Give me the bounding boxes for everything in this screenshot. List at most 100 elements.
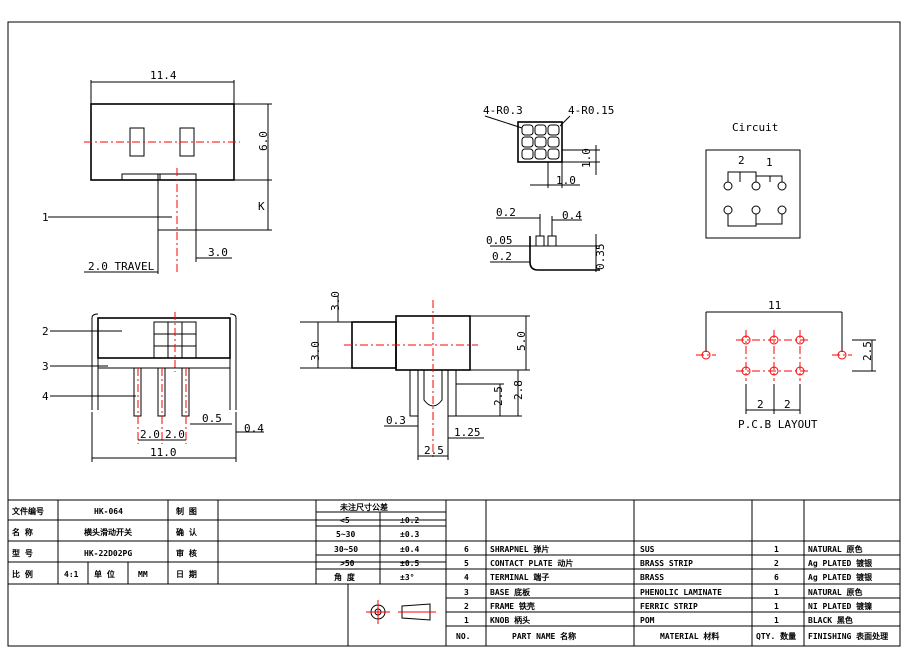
dim-total: 11.0 — [150, 446, 177, 459]
dim-actuator: 3.0 — [208, 246, 228, 259]
front-view: 11.4 6.0 K 1 2.0 TRAVEL 3.0 — [42, 69, 272, 274]
dim-bottom: 1.0 — [556, 174, 576, 187]
tol-range-3: >50 — [340, 559, 355, 568]
tb-sign-1: 确 认 — [176, 527, 198, 537]
bom-mat-5: POM — [640, 616, 655, 625]
dim-width: 11.4 — [150, 69, 177, 82]
dim-02a: 0.2 — [496, 206, 516, 219]
bom-fin-0: NATURAL 原色 — [808, 544, 863, 554]
circuit-label-1: 1 — [766, 156, 773, 169]
bom-fin-3: NATURAL 原色 — [808, 587, 863, 597]
hole-detail: 4-R0.3 4-R0.15 1.0 1.0 — [483, 104, 614, 188]
dim-travel: 2.0 TRAVEL — [88, 260, 155, 273]
tb-scale: 4:1 — [64, 570, 79, 579]
pcb-p2: 2 — [784, 398, 791, 411]
dim-r3: 2.8 — [512, 380, 525, 400]
bom-header-no: NO. — [456, 632, 470, 641]
pcb-layout: 11 2.5 2 2 P.C.B LAYOUT — [696, 299, 876, 431]
callout-2: 2 — [42, 325, 49, 338]
tb-scale-label: 比 例 — [12, 569, 33, 579]
bom-part-3: BASE 底板 — [490, 587, 531, 597]
bottom-view: 2 3 4 2.0 2.0 0.5 0.4 11.0 — [42, 312, 264, 462]
callout-1: 1 — [42, 211, 49, 224]
bom-mat-4: FERRIC STRIP — [640, 602, 698, 611]
tol-val-3: ±0.5 — [400, 559, 419, 568]
tb-value-0: HK-064 — [94, 507, 123, 516]
dim-02b: 0.2 — [492, 250, 512, 263]
bom-qty-4: 1 — [774, 602, 779, 611]
tol-val-1: ±0.3 — [400, 530, 419, 539]
pcb-p1: 2 — [757, 398, 764, 411]
dim-k: K — [258, 200, 265, 213]
dim-b1: 0.3 — [386, 414, 406, 427]
circuit-label-2: 2 — [738, 154, 745, 167]
tol-title: 未注尺寸公差 — [339, 502, 388, 512]
circuit-title: Circuit — [732, 121, 778, 134]
dim-w1: 0.5 — [202, 412, 222, 425]
bom-no-3: 3 — [464, 588, 469, 597]
dim-right: 5.0 — [515, 331, 528, 351]
dim-r03: 4-R0.3 — [483, 104, 523, 117]
bom-qty-2: 6 — [774, 573, 779, 582]
bom-qty-3: 1 — [774, 588, 779, 597]
dim-b2: 1.25 — [454, 426, 481, 439]
sheet-border — [7, 21, 901, 647]
tb-date-label: 日 期 — [176, 569, 197, 579]
bom-no-0: 6 — [464, 545, 469, 554]
bom-part-0: SHRAPNEL 弹片 — [490, 544, 549, 554]
tol-range-2: 30~50 — [334, 545, 358, 554]
bom-header-material: MATERIAL 材料 — [660, 631, 719, 641]
bom-part-4: FRAME 铁壳 — [490, 601, 535, 611]
bom-part-2: TERMINAL 端子 — [490, 572, 549, 582]
bom-fin-2: Ag PLATED 镀银 — [808, 572, 873, 582]
tb-unit: MM — [138, 570, 148, 579]
dim-r2: 2.5 — [492, 386, 505, 406]
bom-fin-4: NI PLATED 镀镍 — [808, 601, 872, 611]
tb-sign-2: 审 核 — [176, 548, 197, 558]
side-view: 3.0 3.0 5.0 2.5 2.8 0.3 1.25 2.5 — [300, 291, 530, 460]
bom-part-1: CONTACT PLATE 动片 — [490, 558, 573, 568]
bom-mat-2: BRASS — [640, 573, 664, 582]
tb-label-2: 型 号 — [12, 548, 33, 558]
pcb-span: 11 — [768, 299, 781, 312]
dim-top: 3.0 — [329, 291, 342, 311]
bom-header-part: PART NAME 名称 — [512, 631, 576, 641]
title-block: 文件编号 HK-064 制 图 名 称 横头滑动开关 确 认 型 号 HK-22… — [7, 499, 901, 647]
bom-qty-5: 1 — [774, 616, 779, 625]
bom-no-4: 2 — [464, 602, 469, 611]
contact-detail: 0.2 0.4 0.05 0.2 0.35 — [486, 206, 607, 272]
callout-4: 4 — [42, 390, 49, 403]
tb-value-2: HK-22D02PG — [84, 549, 132, 558]
dim-w2: 0.4 — [244, 422, 264, 435]
bom-fin-1: Ag PLATED 镀银 — [808, 558, 873, 568]
dim-left: 3.0 — [309, 341, 322, 361]
dim-b3: 2.5 — [424, 444, 444, 457]
bom-no-5: 1 — [464, 616, 469, 625]
tol-val-0: ±0.2 — [400, 516, 419, 525]
bom-qty-0: 1 — [774, 545, 779, 554]
bom-fin-5: BLACK 黑色 — [808, 615, 853, 625]
bom-header-qty: QTY. 数量 — [756, 631, 796, 641]
callout-3: 3 — [42, 360, 49, 373]
dim-pitch-b: 2.0 — [165, 428, 185, 441]
dim-pitch-a: 2.0 — [140, 428, 160, 441]
dim-side: 1.0 — [580, 148, 593, 168]
pcb-caption: P.C.B LAYOUT — [738, 418, 818, 431]
circuit-diagram: Circuit 2 1 — [705, 121, 801, 239]
dim-height: 6.0 — [257, 131, 270, 151]
tb-sign-0: 制 图 — [176, 506, 197, 516]
dim-r015: 4-R0.15 — [568, 104, 614, 117]
tol-val-4: ±3° — [400, 573, 414, 582]
projection-symbol — [366, 600, 436, 624]
tb-unit-label: 单 位 — [94, 569, 115, 579]
tb-label-0: 文件编号 — [12, 506, 44, 516]
dim-005: 0.05 — [486, 234, 513, 247]
tb-label-1: 名 称 — [12, 527, 33, 537]
bom-table: 6 SHRAPNEL 弹片 SUS 1 NATURAL 原色 5 CONTACT… — [446, 500, 900, 646]
tol-range-0: <5 — [340, 516, 350, 525]
bom-mat-3: PHENOLIC LAMINATE — [640, 588, 722, 597]
dim-04: 0.4 — [562, 209, 582, 222]
pcb-vert: 2.5 — [861, 341, 874, 361]
dim-035: 0.35 — [594, 244, 607, 271]
